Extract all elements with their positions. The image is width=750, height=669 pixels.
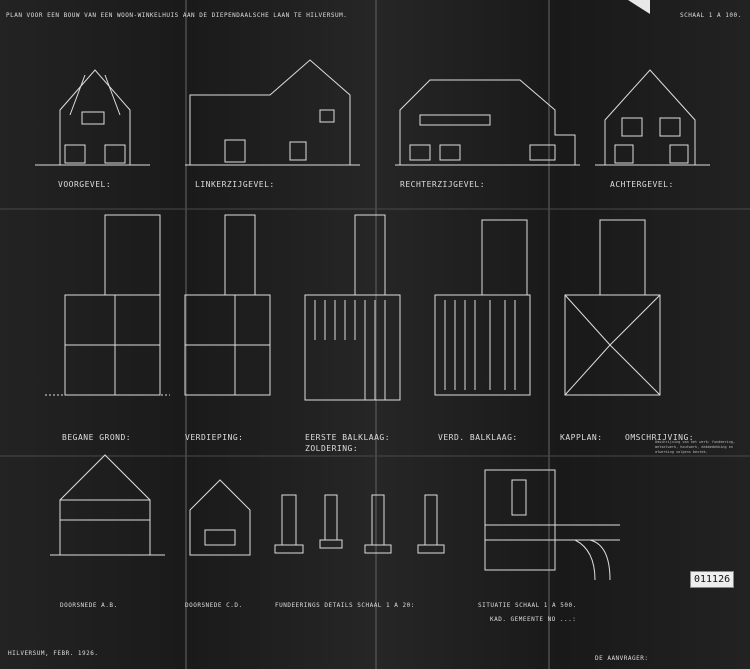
fold-line [185,0,187,669]
place-date: Hilversum, Febr. 1926. [8,650,99,657]
elevation-label: Rechterzijgevel: [400,180,486,189]
plan-label: Verd. balklaag: [438,433,518,442]
fold-line [0,208,750,210]
site-plan [484,469,620,581]
applicant-label: De aanvrager: [595,655,649,662]
torn-corner [628,0,650,14]
section-cd [189,479,251,556]
cadastre-label: Kad. gemeente No ...: [490,616,577,623]
foundation-details [274,494,445,554]
plan-sub-label: Zoldering: [305,444,359,453]
section-label: Situatie schaal 1 a 500. [478,602,577,609]
archive-stamp: 011126 [690,571,735,588]
fold-line [0,455,750,457]
upper-beam-layer-plan [434,219,531,396]
ground-floor-plan [45,214,170,396]
front-elevation [35,69,150,166]
section-ab [50,454,165,556]
elevation-label: Linkerzijgevel: [195,180,275,189]
plan-label: Omschrijving: [625,433,695,442]
plan-label: Begane grond: [62,433,132,442]
drawing-title: Plan voor een bouw van een woon-winkelhu… [6,12,348,19]
right-elevation [395,79,580,166]
elevation-label: Voorgevel: [58,180,112,189]
fold-line [375,0,377,669]
roof-plan [564,219,661,396]
scale-label: Schaal 1 a 100. [680,12,742,19]
rear-elevation [595,69,710,166]
plan-label: Verdieping: [185,433,244,442]
section-label: Doorsnede A.B. [60,602,118,609]
plan-label: Eerste balklaag: [305,433,391,442]
description-text: Omschrijving van het werk: fundeering, m… [655,440,736,454]
section-label: Doorsnede C.D. [185,602,243,609]
plan-label: Kapplan: [560,433,603,442]
elevation-label: Achtergevel: [610,180,674,189]
section-label: Fundeerings details schaal 1 a 20: [275,602,415,609]
first-floor-plan [184,214,271,396]
first-beam-layer-plan [304,214,401,401]
fold-line [548,0,550,669]
left-elevation [185,59,360,166]
